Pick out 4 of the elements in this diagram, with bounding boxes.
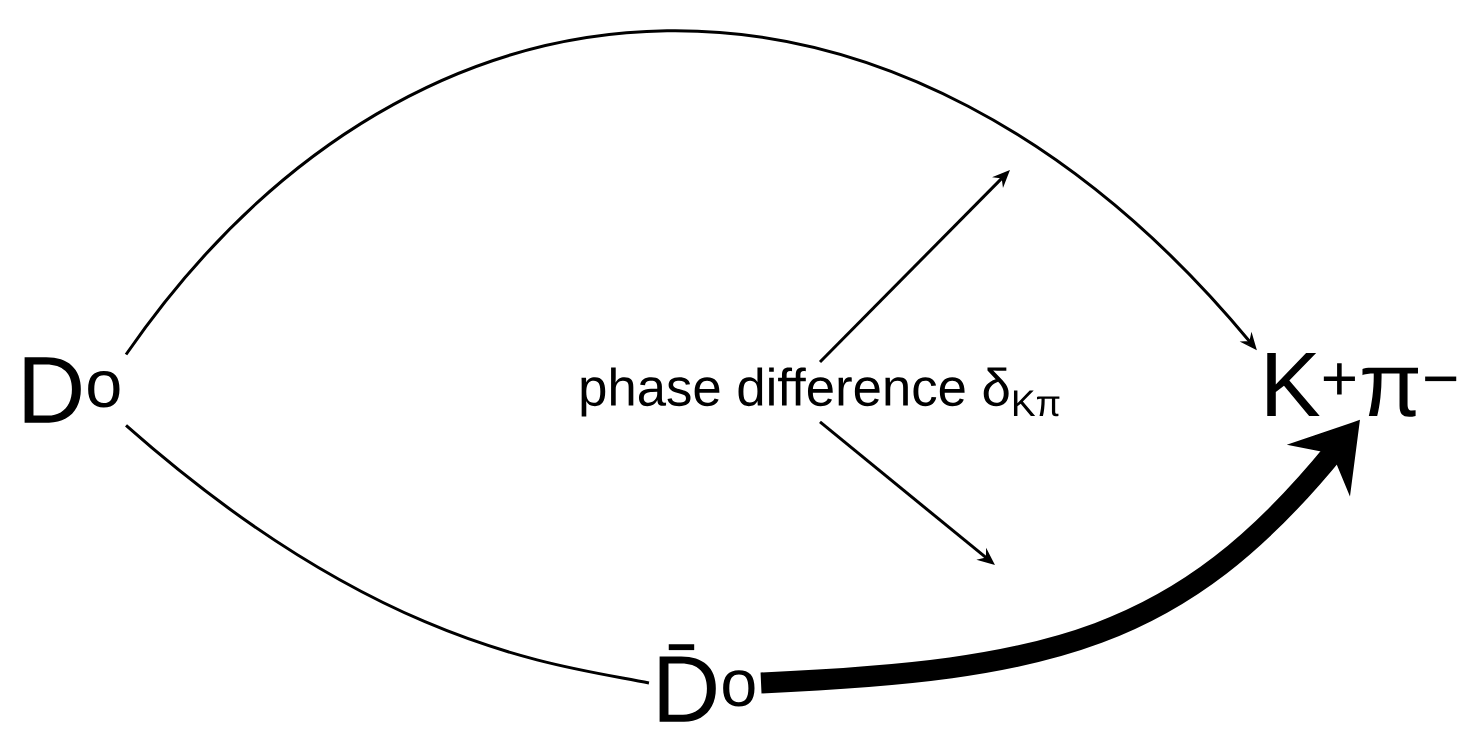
particle-label: D$^{o}$: [24, 357, 120, 423]
phase-label: phase difference δ$_{Kπ}$: [581, 367, 1060, 417]
particle-label: D̄$^{o}$: [659, 644, 755, 722]
particle-label: K$^{+}$π$^{−}$: [1267, 353, 1457, 417]
